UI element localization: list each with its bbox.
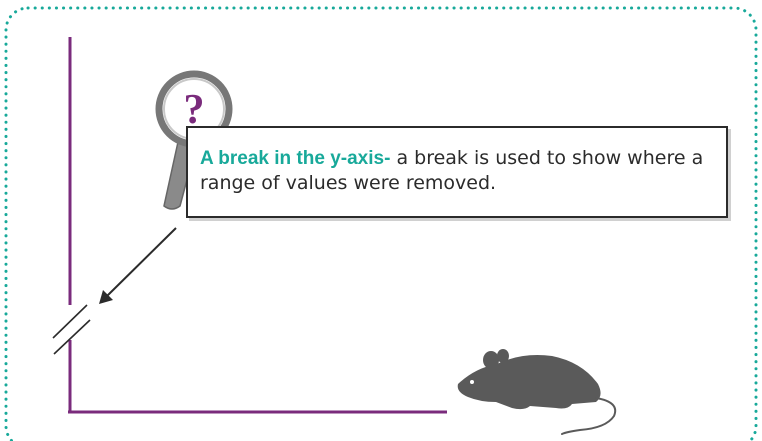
dotted-frame — [6, 8, 756, 441]
callout-term: A break in the y-axis- — [200, 148, 390, 169]
arrow-icon — [99, 228, 176, 304]
mouse-icon — [458, 349, 615, 434]
callout-box: A break in the y-axis- a break is used t… — [186, 126, 728, 218]
